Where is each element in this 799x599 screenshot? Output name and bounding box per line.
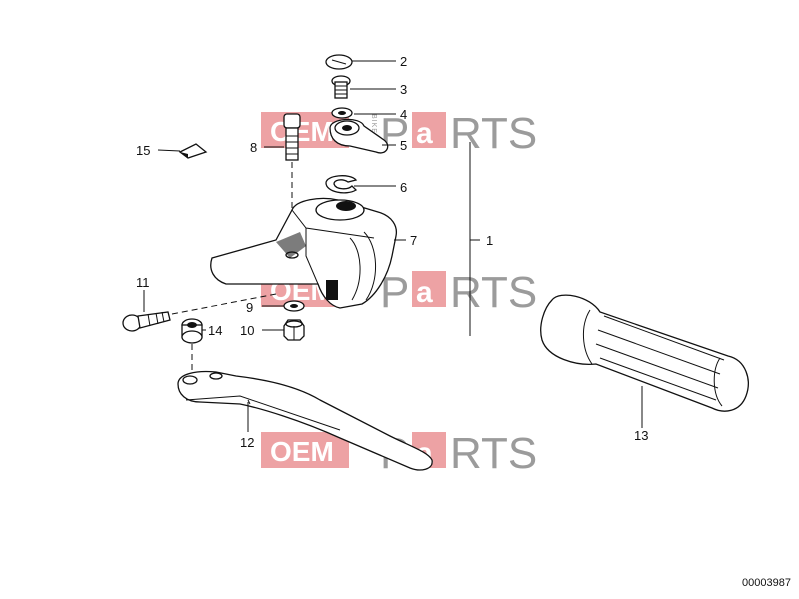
callout-15: 15: [136, 143, 150, 158]
part-10-nut[interactable]: [283, 319, 305, 341]
watermark-oem-text: OEM: [270, 436, 334, 467]
callout-4: 4: [400, 107, 407, 122]
callout-11: 11: [136, 275, 150, 290]
part-8-bolt[interactable]: [283, 113, 301, 255]
part-4-washer[interactable]: [331, 107, 353, 119]
part-5-adjuster-lever[interactable]: [329, 118, 389, 154]
callout-13: 13: [634, 428, 648, 443]
image-code: 00003987: [742, 577, 791, 589]
callout-8: 8: [250, 140, 257, 155]
part-7-clamp-housing[interactable]: [210, 197, 398, 309]
callout-2: 2: [400, 54, 407, 69]
part-2-cover-disc[interactable]: [325, 54, 353, 70]
part-9-washer[interactable]: [283, 300, 305, 312]
watermark-oem-text: OEM: [270, 116, 334, 147]
leader-lines: [143, 60, 643, 432]
callout-3: 3: [400, 82, 407, 97]
callout-6: 6: [400, 180, 407, 195]
callout-9: 9: [246, 300, 253, 315]
callout-1: 1: [486, 233, 493, 248]
callout-14: 14: [208, 323, 222, 338]
watermark-bike-text: BIKE: [370, 114, 377, 134]
watermark-a-text: a: [416, 117, 433, 150]
watermark-rts-text: RTS: [450, 429, 537, 478]
callout-10: 10: [240, 323, 254, 338]
callout-labels: 1 2 3 4 5 6 7 8 9 10 11 12 13 14 15: [136, 54, 648, 450]
part-11-screw[interactable]: [122, 293, 277, 332]
part-3-screw[interactable]: [331, 75, 351, 99]
watermark-rts-text: RTS: [450, 109, 537, 158]
watermark-a-text: a: [416, 276, 433, 309]
watermark-logo-top: OEM BIKE P a RTS: [261, 109, 537, 158]
watermark-rts-text: RTS: [450, 268, 537, 317]
callout-12: 12: [240, 435, 254, 450]
callout-5: 5: [400, 138, 407, 153]
part-15-wedge[interactable]: [178, 143, 208, 159]
callout-7: 7: [410, 233, 417, 248]
part-14-bushing[interactable]: [181, 318, 203, 372]
part-6-circlip[interactable]: [325, 175, 358, 194]
part-12-lever[interactable]: [177, 370, 433, 471]
part-13-grip[interactable]: [540, 294, 749, 412]
